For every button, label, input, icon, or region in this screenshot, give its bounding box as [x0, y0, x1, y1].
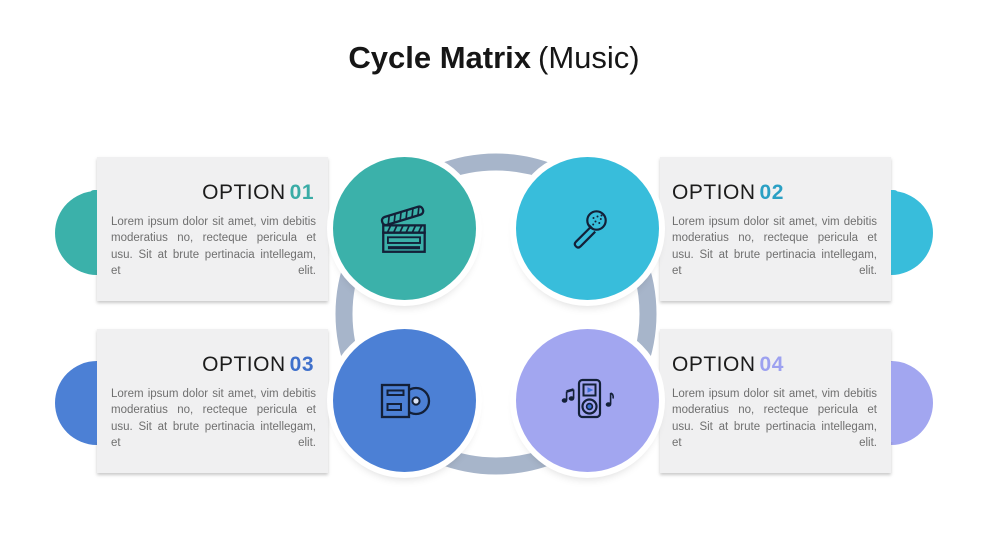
option-number: 02	[759, 180, 784, 204]
option-description: Lorem ipsum dolor sit amet, vim debitis …	[672, 215, 877, 278]
option-circle-1	[333, 157, 476, 300]
option-label-text: OPTION	[202, 180, 286, 204]
option-label-text: OPTION	[202, 352, 286, 376]
cd-case-icon	[380, 383, 430, 418]
option-description: Lorem ipsum dolor sit amet, vim debitis …	[111, 387, 316, 450]
option-circle-2	[516, 157, 659, 300]
title-suffix: (Music)	[538, 40, 640, 75]
option-circle-4	[516, 329, 659, 472]
page-title: Cycle Matrix(Music)	[0, 38, 988, 78]
accent-bar	[89, 190, 97, 270]
option-label-text: OPTION	[672, 180, 756, 204]
option-description: Lorem ipsum dolor sit amet, vim debitis …	[672, 387, 877, 450]
option-label-text: OPTION	[672, 352, 756, 376]
option-number: 04	[759, 352, 784, 376]
music-player-icon	[561, 378, 614, 418]
option-number: 01	[289, 180, 314, 204]
microphone-icon	[573, 209, 607, 249]
option-number: 03	[289, 352, 314, 376]
option-description: Lorem ipsum dolor sit amet, vim debitis …	[111, 215, 316, 278]
clapperboard-icon	[380, 204, 426, 253]
accent-bar	[891, 190, 899, 270]
title-main: Cycle Matrix	[348, 40, 532, 75]
accent-bar	[89, 362, 97, 442]
option-circle-3	[333, 329, 476, 472]
accent-bar	[891, 362, 899, 442]
